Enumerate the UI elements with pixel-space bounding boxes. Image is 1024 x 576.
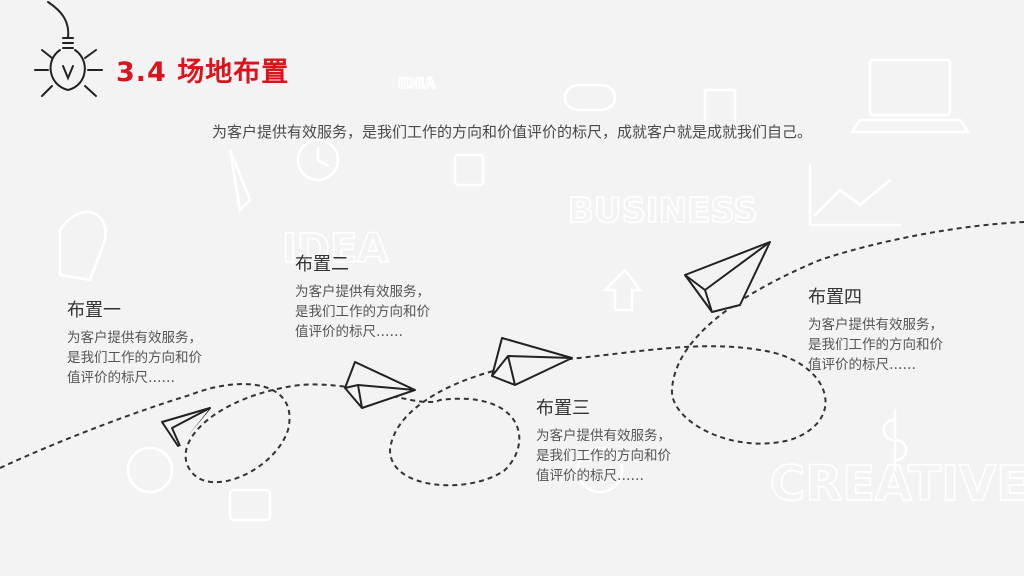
notepad-doodle-icon — [453, 153, 485, 187]
description-line: 为客户提供有效服务， — [808, 317, 943, 333]
layout-item-3: 布置三 为客户提供有效服务， 是我们工作的方向和价 值评价的标尺…… — [536, 394, 736, 486]
background-word-idea-small: IDEA — [398, 76, 435, 92]
clipboard-doodle-icon — [703, 88, 737, 137]
layout-item-title: 布置四 — [808, 287, 862, 308]
laptop-doodle-icon — [868, 58, 952, 117]
page-title: 3.4 场地布置 — [116, 57, 290, 88]
description-line: 值评价的标尺…… — [808, 357, 916, 373]
speech-bubble-doodle-icon — [563, 83, 617, 112]
page-subtitle: 为客户提供有效服务，是我们工作的方向和价值评价的标尺，成就客户就是成就我们自己。 — [211, 123, 812, 141]
gear-doodle-icon — [576, 446, 624, 494]
lightbulb-icon — [34, 1, 103, 97]
description-line: 是我们工作的方向和价 — [67, 350, 202, 366]
layout-item-4: 布置四 为客户提供有效服务， 是我们工作的方向和价 值评价的标尺…… — [808, 283, 1008, 375]
layout-item-title: 布置三 — [536, 398, 590, 419]
layout-item-description: 为客户提供有效服务， 是我们工作的方向和价 值评价的标尺…… — [67, 328, 267, 388]
growth-chart-doodle-icon — [808, 163, 902, 227]
layout-item-title: 布置一 — [67, 300, 121, 321]
layout-item-2: 布置二 为客户提供有效服务， 是我们工作的方向和价 值评价的标尺…… — [295, 250, 495, 342]
description-line: 是我们工作的方向和价 — [295, 304, 430, 320]
layout-item-title: 布置二 — [295, 254, 349, 275]
layout-item-description: 为客户提供有效服务， 是我们工作的方向和价 值评价的标尺…… — [536, 426, 736, 486]
bulb-doodle-icon — [126, 446, 174, 494]
clock-doodle-icon — [296, 138, 340, 182]
hand-doodle-icon — [58, 210, 107, 282]
paper-plane-icon-1 — [161, 407, 211, 447]
background-word-business: BUSINESS — [568, 191, 758, 231]
description-line: 是我们工作的方向和价 — [808, 337, 943, 353]
description-line: 是我们工作的方向和价 — [536, 448, 671, 464]
background-word-idea-large: IDEA — [282, 226, 388, 272]
pencil-doodle-icon — [228, 149, 252, 213]
briefcase-doodle-icon — [228, 488, 272, 522]
description-line: 为客户提供有效服务， — [536, 428, 671, 444]
dashed-route-path — [0, 221, 1024, 487]
dollar-doodle-icon — [882, 408, 908, 472]
description-line: 为客户提供有效服务， — [295, 284, 430, 300]
description-line: 值评价的标尺…… — [536, 468, 644, 484]
paper-plane-icon-3 — [491, 337, 573, 386]
description-line: 值评价的标尺…… — [295, 324, 403, 340]
paper-plane-icon-4 — [684, 241, 771, 313]
paper-plane-icon-2 — [344, 361, 416, 409]
description-line: 为客户提供有效服务， — [67, 330, 202, 346]
arrow-up-doodle-icon — [601, 268, 643, 312]
layout-item-1: 布置一 为客户提供有效服务， 是我们工作的方向和价 值评价的标尺…… — [67, 296, 267, 388]
layout-item-description: 为客户提供有效服务， 是我们工作的方向和价 值评价的标尺…… — [295, 282, 495, 342]
background-word-creative: CREATIVE — [770, 456, 1024, 512]
description-line: 值评价的标尺…… — [67, 370, 175, 386]
layout-item-description: 为客户提供有效服务， 是我们工作的方向和价 值评价的标尺…… — [808, 315, 1008, 375]
